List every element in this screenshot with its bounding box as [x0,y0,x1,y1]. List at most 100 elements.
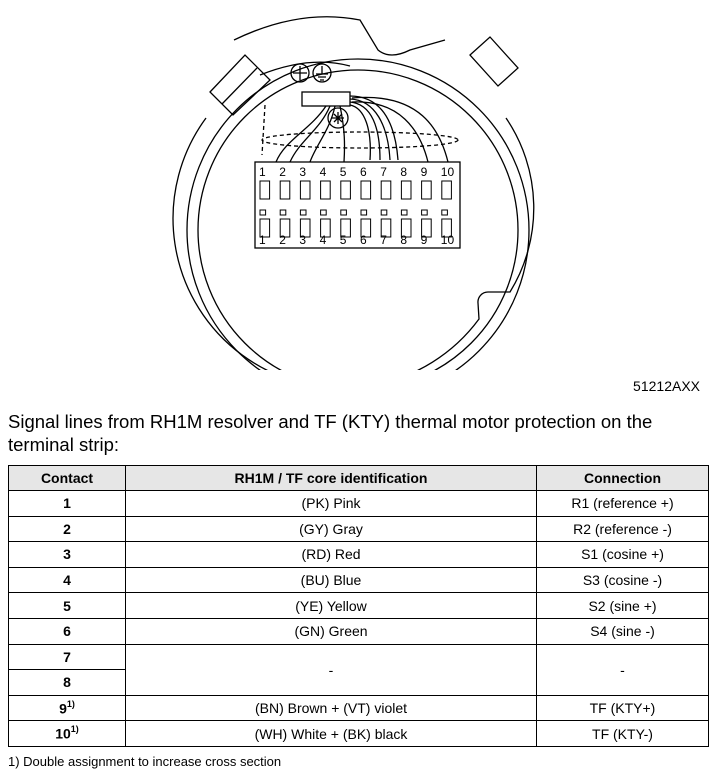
terminal-number: 9 [421,233,428,247]
terminal-contact [441,218,452,238]
table-row: 5 (YE) Yellow S2 (sine +) [8,592,709,619]
terminal-contact [380,180,392,200]
terminal-contact [299,218,311,238]
terminal-number: 6 [360,165,367,179]
column-header-connection: Connection [536,465,709,491]
connection-cell: S4 (sine -) [536,617,709,645]
terminal-contact [441,209,448,216]
signal-lines-table: Contact RH1M / TF core identification Co… [8,465,709,747]
contact-cell: 4 [8,566,126,594]
table-header-row: Contact RH1M / TF core identification Co… [8,465,709,491]
pe-screw-icon [290,63,310,83]
contact-cell: 8 [8,669,126,696]
contact-cell: 7 [8,643,126,671]
terminal-number: 2 [279,233,286,247]
core-cell: (RD) Red [125,541,537,568]
terminal-contact [320,209,327,216]
terminal-contact [320,218,331,238]
terminal-number: 4 [320,233,327,247]
terminal-number: 3 [299,165,306,179]
contact-cell: 2 [8,515,126,543]
terminal-contact [400,180,412,200]
terminal-number: 9 [421,165,428,179]
terminal-contact [400,218,412,238]
terminal-number: 4 [320,165,327,179]
connection-cell: S2 (sine +) [536,592,709,619]
terminal-contact [421,209,428,216]
terminal-number: 8 [400,233,407,247]
terminal-contact [279,218,291,238]
table-row: 2 (GY) Gray R2 (reference -) [8,515,709,543]
table-row: 7 - - [8,643,709,696]
terminal-number: 7 [380,233,387,247]
terminal-contact [360,180,372,200]
connection-cell: R2 (reference -) [536,515,709,543]
ground-screw-icon [312,63,332,83]
terminal-number: 2 [279,165,286,179]
terminal-strip [254,161,461,249]
terminal-contact [380,218,392,238]
terminal-contact [259,180,271,200]
column-header-contact: Contact [8,465,126,491]
contact-cell: 3 [8,541,126,568]
terminal-contact [259,218,271,238]
table-row: 8 [8,669,709,696]
terminal-number: 6 [360,233,367,247]
connection-cell: TF (KTY-) [536,720,709,747]
terminal-contact [279,209,287,216]
terminal-number: 1 [259,233,266,247]
housing-outer-ring [186,58,530,370]
table-row: 1 (PK) Pink R1 (reference +) [8,490,709,517]
section-caption: Signal lines from RH1M resolver and TF (… [8,411,653,455]
terminal-contact [360,218,372,238]
connection-cell: S3 (cosine -) [536,566,709,594]
column-header-core-identification: RH1M / TF core identification [125,465,537,491]
terminal-contact [340,209,347,216]
contact-cell: 91) [8,694,126,722]
table-row: 101) (WH) White + (BK) black TF (KTY-) [8,720,709,747]
connection-cell: R1 (reference +) [536,490,709,517]
core-cell: (GN) Green [125,617,537,645]
terminal-contact [400,209,408,216]
terminal-number: 8 [400,165,407,179]
terminal-number: 10 [441,233,455,247]
terminal-contact [340,218,351,238]
terminal-contact [421,218,432,238]
terminal-contact [320,180,331,200]
contact-cell: 101) [8,720,126,747]
terminal-number: 1 [259,165,266,179]
core-cell: (PK) Pink [125,490,537,517]
contact-cell: 6 [8,617,126,645]
core-cell: (WH) White + (BK) black [125,720,537,747]
terminal-contact [279,180,291,200]
terminal-contact [299,180,311,200]
contact-cell: 1 [8,490,126,517]
core-cell: (GY) Gray [125,515,537,543]
terminal-contact [360,209,368,216]
core-cell: (YE) Yellow [125,592,537,619]
footnote: 1) Double assignment to increase cross s… [8,754,282,769]
terminal-number: 7 [380,165,387,179]
table-row: 3 (RD) Red S1 (cosine +) [8,541,709,568]
table-row: 4 (BU) Blue S3 (cosine -) [8,566,709,594]
core-cell: (BU) Blue [125,566,537,594]
figure-code: 51212AXX [633,378,700,394]
connection-cell: - [536,643,709,696]
core-cell: (BN) Brown + (VT) violet [125,694,537,722]
terminal-number: 5 [340,233,347,247]
left-cable-gland [209,54,271,116]
terminal-contact [299,209,307,216]
footnote-ref: 1) [70,724,79,735]
connection-cell: S1 (cosine +) [536,541,709,568]
terminal-contact [380,209,388,216]
connection-cell: TF (KTY+) [536,694,709,722]
right-cable-gland [469,36,519,87]
terminal-contact [259,209,267,216]
terminal-contact [421,180,432,200]
core-cell: - [125,643,537,696]
table-row: 91) (BN) Brown + (VT) violet TF (KTY+) [8,694,709,722]
footnote-ref: 1) [66,698,75,709]
terminal-number: 10 [441,165,455,179]
contact-cell: 5 [8,592,126,619]
